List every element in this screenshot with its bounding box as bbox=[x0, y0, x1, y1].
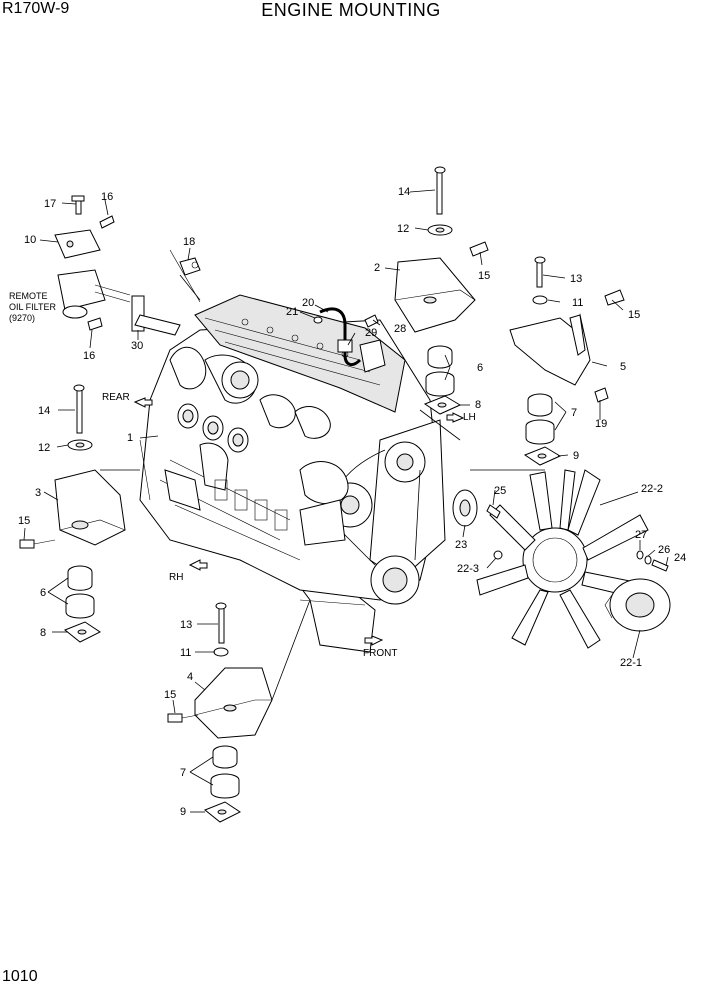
direction-front: FRONT bbox=[363, 648, 397, 659]
callout-16-upper: 16 bbox=[101, 191, 113, 203]
callout-14-left: 14 bbox=[38, 405, 50, 417]
callout-9-right: 9 bbox=[573, 450, 579, 462]
callout-23: 23 bbox=[455, 539, 467, 551]
model-number: R170W-9 bbox=[2, 0, 70, 17]
callout-2: 2 bbox=[374, 262, 380, 274]
callout-7-right: 7 bbox=[571, 407, 577, 419]
hose-group bbox=[313, 307, 379, 367]
callout-10: 10 bbox=[24, 234, 36, 246]
callout-29: 29 bbox=[365, 327, 377, 339]
direction-arrows bbox=[133, 397, 465, 646]
callout-22-3: 22-3 bbox=[457, 563, 479, 575]
callout-25: 25 bbox=[494, 485, 506, 497]
callout-1: 1 bbox=[127, 432, 133, 444]
part-callouts: 1 2 3 4 5 6 6 7 7 8 8 9 9 10 11 11 12 12… bbox=[18, 186, 686, 818]
callout-30: 30 bbox=[131, 340, 143, 352]
callout-7-lower: 7 bbox=[180, 767, 186, 779]
callout-18: 18 bbox=[183, 236, 195, 248]
direction-lh: LH bbox=[463, 412, 476, 423]
direction-rh: RH bbox=[169, 572, 183, 583]
callout-27: 27 bbox=[635, 529, 647, 541]
cooling-fan bbox=[452, 469, 671, 649]
leader-lines bbox=[23, 189, 669, 813]
callout-6-left: 6 bbox=[40, 587, 46, 599]
callout-28: 28 bbox=[394, 323, 406, 335]
note-line-2: OIL FILTER bbox=[9, 302, 57, 312]
callout-11-right: 11 bbox=[572, 297, 583, 309]
remote-oil-filter-note: REMOTE OIL FILTER (9270) bbox=[9, 291, 57, 323]
remote-oil-filter-group bbox=[54, 195, 201, 336]
callout-12-upper: 12 bbox=[397, 223, 409, 235]
upper-right-mount bbox=[509, 256, 625, 466]
callout-8-left: 8 bbox=[40, 627, 46, 639]
callout-20: 20 bbox=[302, 297, 314, 309]
page-number: 1010 bbox=[2, 968, 38, 985]
note-line-3: (9270) bbox=[9, 313, 35, 323]
callout-3: 3 bbox=[35, 487, 41, 499]
callout-22-1: 22-1 bbox=[620, 657, 642, 669]
callout-21: 21 bbox=[286, 306, 298, 318]
direction-labels: REAR LH RH FRONT bbox=[102, 392, 476, 659]
callout-8-upper: 8 bbox=[475, 399, 481, 411]
engine-assembly bbox=[139, 294, 446, 653]
callout-9-lower: 9 bbox=[180, 806, 186, 818]
callout-13-right: 13 bbox=[570, 273, 582, 285]
rear-left-mount bbox=[19, 384, 126, 643]
callout-17: 17 bbox=[44, 198, 56, 210]
lower-front-mount bbox=[167, 602, 273, 823]
callout-6-upper: 6 bbox=[477, 362, 483, 374]
callout-4: 4 bbox=[187, 671, 193, 683]
page-title: ENGINE MOUNTING bbox=[261, 0, 441, 20]
callout-13-lower: 13 bbox=[180, 619, 192, 631]
callout-26: 26 bbox=[658, 544, 670, 556]
callout-22-2: 22-2 bbox=[641, 483, 663, 495]
callout-15-left: 15 bbox=[18, 515, 30, 527]
callout-19: 19 bbox=[595, 418, 607, 430]
callout-16-lower: 16 bbox=[83, 350, 95, 362]
callout-12-left: 12 bbox=[38, 442, 50, 454]
callout-15-upper: 15 bbox=[478, 270, 490, 282]
callout-15-lower: 15 bbox=[164, 689, 176, 701]
callout-11-lower: 11 bbox=[180, 647, 191, 659]
direction-rear: REAR bbox=[102, 392, 130, 403]
callout-24: 24 bbox=[674, 552, 686, 564]
note-line-1: REMOTE bbox=[9, 291, 48, 301]
callout-5: 5 bbox=[620, 361, 626, 373]
callout-15-right: 15 bbox=[628, 309, 640, 321]
callout-14-upper: 14 bbox=[398, 186, 410, 198]
